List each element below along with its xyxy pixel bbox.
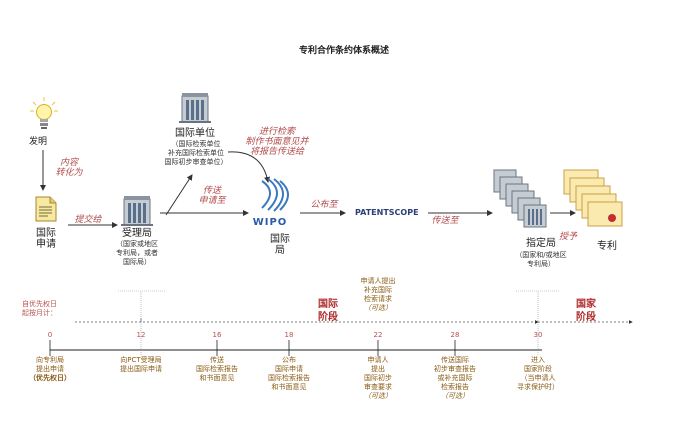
patent-label: 专利: [597, 241, 617, 252]
tick-desc-28: 传送国际初步审查报告或补充国际检索报告（可选）: [434, 356, 476, 400]
designated-office-sub: （国家和/或地区专利局）: [515, 251, 567, 268]
page-title: 专利合作条约体系概述: [298, 46, 389, 56]
wipo-logo-text: WIPO: [252, 217, 288, 228]
month-12: 12: [136, 331, 146, 339]
arrow-isa-to-wipo: [227, 151, 271, 183]
tick-desc-22: 申请人提出国际初步审查要求（可选）: [364, 356, 392, 400]
arrow-label-transmit: 传送至: [431, 216, 459, 226]
designated-offices-building-icon: [493, 169, 547, 228]
receiving-office-label: 受理局: [122, 228, 152, 239]
tick-desc-12: 向PCT受理局提出国际申请: [120, 356, 162, 373]
tick-desc-0: 向专利局提出申请（优先权日）: [29, 356, 71, 382]
tick-desc-30: 进入国家阶段（当申请人寻求保护时）: [517, 356, 559, 391]
document-icon: [35, 196, 57, 222]
month-18: 18: [284, 331, 294, 339]
international-authority-building-icon: [179, 93, 211, 123]
tick-desc-18: 公布国际申请国际检索报告和书面意见: [268, 356, 310, 391]
invention-label: 发明: [28, 137, 47, 147]
patent-certificates-icon: [563, 169, 623, 227]
month-30: 30: [533, 331, 543, 339]
month-22: 22: [373, 331, 383, 339]
tick-desc-16: 传送国际检索报告和书面意见: [196, 356, 238, 382]
supplementary-search-note: 申请人提出补充国际检索请求（可选）: [360, 277, 396, 312]
month-16: 16: [212, 331, 222, 339]
arrow-label-transmit-to-ib: 传送申请至: [198, 186, 226, 206]
international-bureau-label: 国际局: [270, 234, 290, 256]
receiving-office-building-icon: [121, 196, 153, 226]
arrow-ro-to-isa: [165, 174, 193, 216]
international-authority-sub: （国际检索单位补充国际检索单位国际初步审查单位）: [164, 140, 228, 166]
phase-international: 国际阶段: [318, 299, 338, 323]
timeline-start-note: 自优先权日起按月计：: [22, 300, 57, 317]
designated-office-label: 指定局: [526, 238, 556, 249]
receiving-office-sub: （国家或地区专利局，或者国际局）: [116, 240, 158, 266]
arrow-label-submit: 提交给: [74, 215, 102, 225]
wipo-logo-icon: [261, 178, 289, 212]
arrow-label-search: 进行检索制作书面意见并将报告传送给: [245, 127, 309, 157]
arrow-label-grant: 授予: [558, 232, 577, 242]
month-0: 0: [47, 331, 53, 339]
international-authority-label: 国际单位: [175, 128, 215, 139]
month-28: 28: [450, 331, 460, 339]
intl-application-label: 国际申请: [36, 228, 56, 250]
arrow-label-content: 内容转化为: [55, 158, 83, 178]
arrow-label-publish: 公布至: [310, 200, 338, 210]
light-bulb-icon: [30, 97, 58, 129]
phase-national: 国家阶段: [576, 299, 596, 323]
patentscope-label: PATENTSCOPE: [355, 208, 419, 217]
